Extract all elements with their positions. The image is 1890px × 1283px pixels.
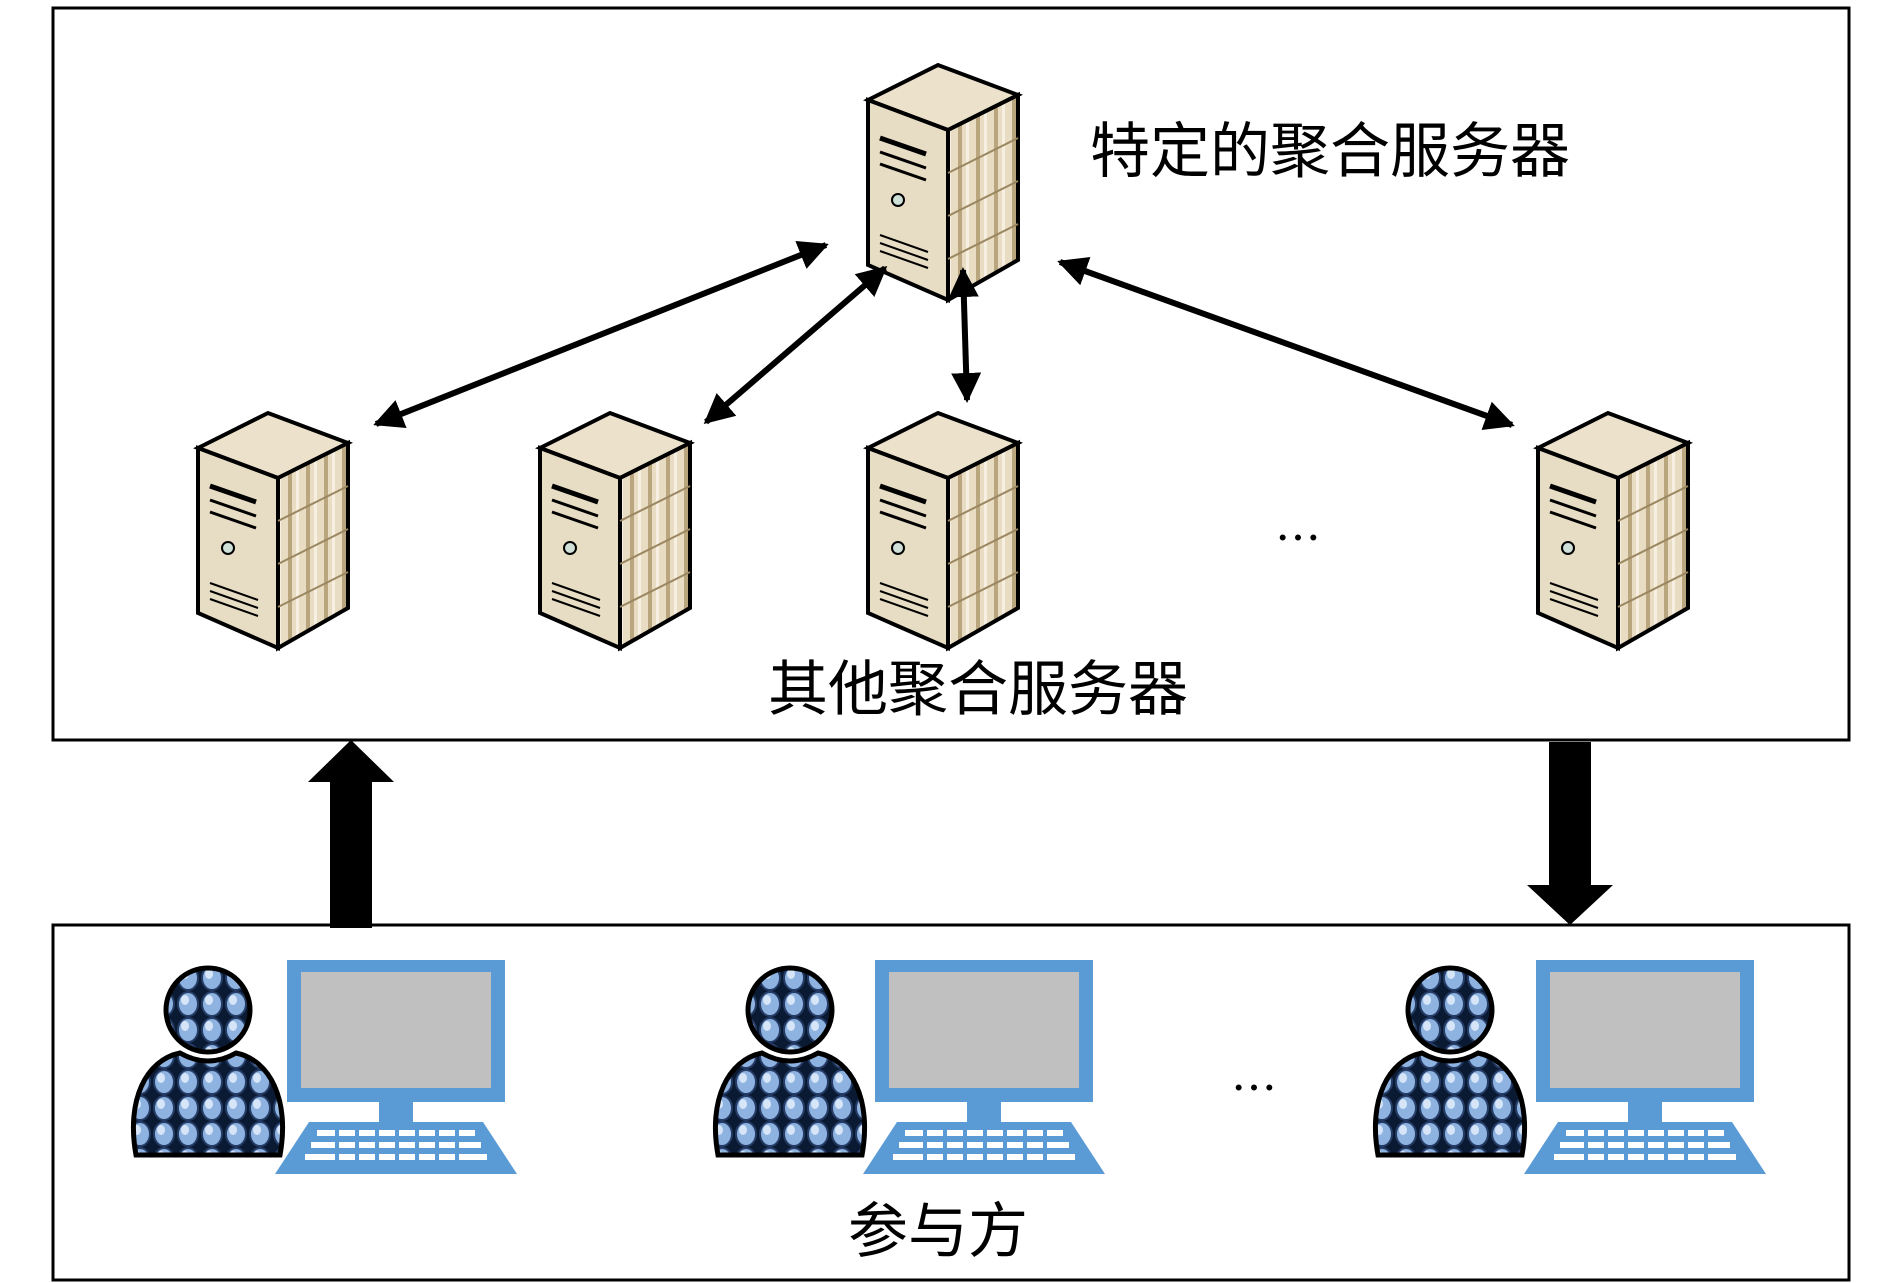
server-links bbox=[373, 241, 1515, 430]
servers-ellipsis: … bbox=[1275, 497, 1321, 551]
download-arrow bbox=[1527, 742, 1613, 925]
server-icon-3 bbox=[868, 413, 1018, 648]
link-arrow-4 bbox=[1057, 257, 1515, 430]
link-arrow-1 bbox=[373, 241, 829, 428]
participants-ellipsis: … bbox=[1231, 1047, 1277, 1101]
participant-user-icon-1 bbox=[133, 968, 282, 1155]
participant-computer-icon-1 bbox=[275, 960, 517, 1174]
server-icon-4 bbox=[1538, 413, 1688, 648]
participant-user-icon-3 bbox=[1375, 968, 1524, 1155]
participant-user-icon-2 bbox=[715, 968, 864, 1155]
other-servers-label: 其他聚合服务器 bbox=[768, 655, 1188, 725]
server-icon-2 bbox=[540, 413, 690, 648]
upload-arrow bbox=[308, 740, 394, 928]
participant-computer-icon-2 bbox=[863, 960, 1105, 1174]
participants-label: 参与方 bbox=[848, 1197, 1028, 1267]
link-arrow-2 bbox=[703, 265, 888, 425]
aggregation-server-box bbox=[51, 6, 1851, 742]
participant-computer-icon-3 bbox=[1524, 960, 1766, 1174]
specific-server-icon bbox=[868, 65, 1018, 300]
participants-box bbox=[51, 923, 1851, 1282]
specific-server-label: 特定的聚合服务器 bbox=[1090, 117, 1570, 187]
link-arrow-3 bbox=[948, 267, 982, 403]
server-icon-1 bbox=[198, 413, 348, 648]
